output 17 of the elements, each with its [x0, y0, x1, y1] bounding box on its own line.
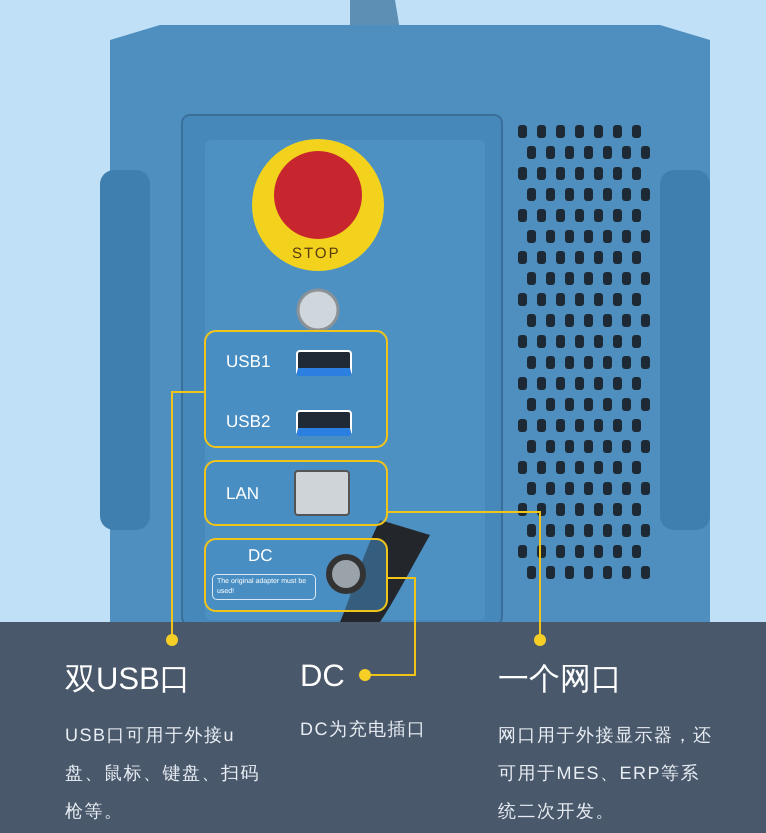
port-label: USB2	[226, 412, 270, 432]
port-label: LAN	[226, 484, 260, 504]
port-panel	[204, 330, 388, 448]
callout-description: USB口可用于外接u盘、鼠标、键盘、扫码枪等。	[65, 724, 261, 823]
port-panel	[204, 538, 388, 612]
callout-title: 一个网口	[498, 660, 623, 698]
leader-line	[166, 391, 204, 646]
port-panel	[204, 460, 388, 526]
callout-description: DC为充电插口	[300, 718, 428, 741]
callout-description: 网口用于外接显示器，还可用于MES、ERP等系统二次开发。	[498, 724, 713, 823]
port-label: USB1	[226, 352, 270, 372]
callout-title: DC	[300, 658, 346, 694]
callout-title: 双USB口	[65, 660, 192, 698]
port-label: DC	[248, 546, 273, 566]
leader-line	[388, 511, 546, 646]
leader-line	[359, 577, 416, 681]
button-label: STOP	[292, 245, 341, 262]
